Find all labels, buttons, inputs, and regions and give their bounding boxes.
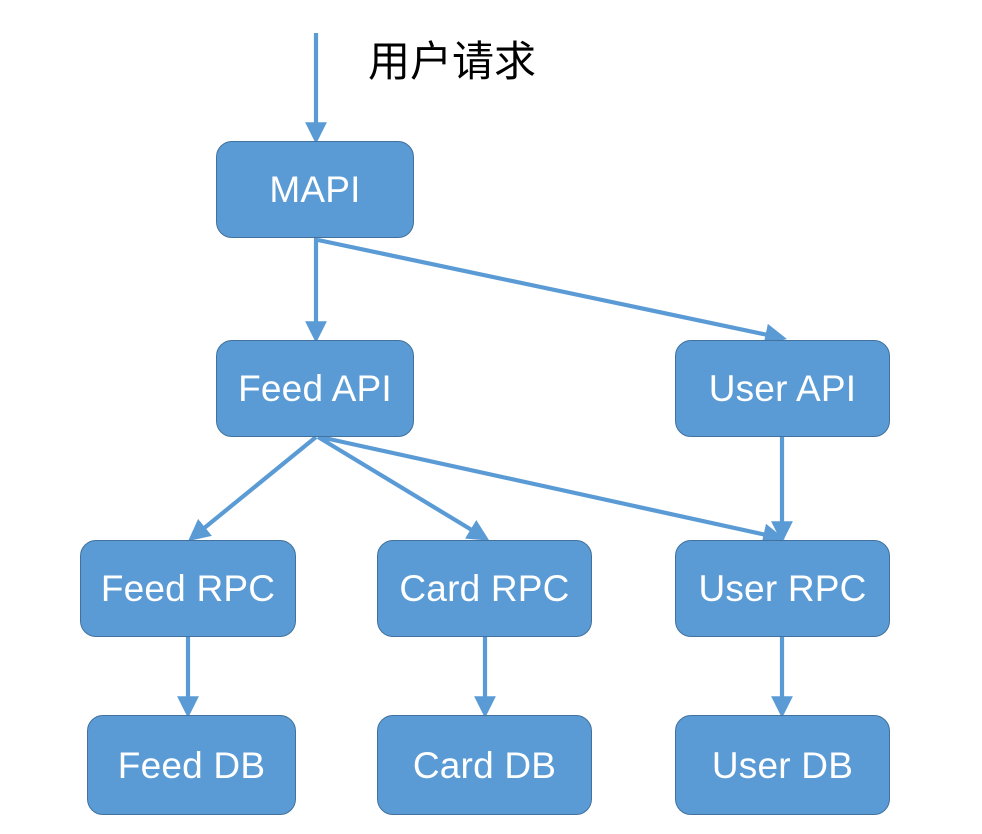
node-feed-rpc[interactable]: Feed RPC [80,540,296,637]
node-mapi[interactable]: MAPI [216,141,414,238]
node-label-card-rpc: Card RPC [399,568,570,609]
node-user-rpc[interactable]: User RPC [675,540,890,637]
node-label-feed-api: Feed API [238,368,392,409]
node-label-feed-rpc: Feed RPC [100,568,276,609]
node-label-card-db: Card DB [412,744,557,786]
node-card-db[interactable]: Card DB [377,715,592,815]
edge-feed-api-to-feed-rpc [188,435,318,542]
node-user-api[interactable]: User API [675,340,890,437]
node-user-db[interactable]: User DB [675,715,890,815]
node-label-user-rpc: User RPC [698,568,867,609]
user-request-caption: 用户请求 [368,38,537,85]
node-label-feed-db: Feed DB [117,744,266,786]
edge-mapi-to-user-api [317,237,787,346]
node-label-user-api: User API [708,368,857,409]
node-card-rpc[interactable]: Card RPC [377,540,592,637]
edge-feed-api-to-user-rpc [319,434,785,546]
edge-feed-api-to-card-rpc [316,435,490,541]
node-feed-db[interactable]: Feed DB [87,715,296,815]
node-feed-api[interactable]: Feed API [216,340,414,437]
node-label-mapi: MAPI [269,169,361,210]
node-label-user-db: User DB [711,744,854,786]
